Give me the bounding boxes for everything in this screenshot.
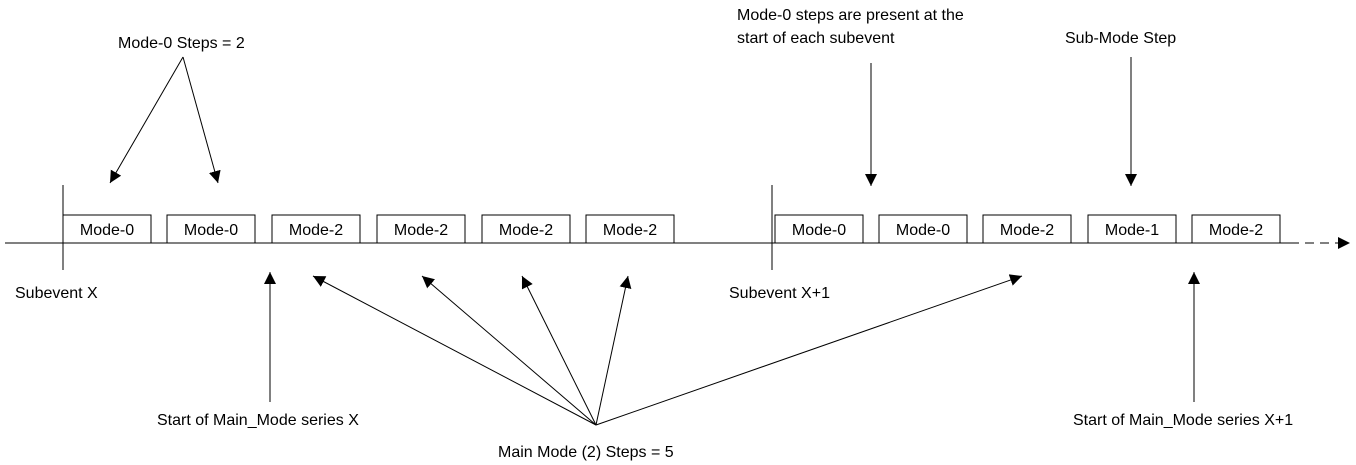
mode-box-label: Mode-0	[896, 222, 950, 239]
mode-box: Mode-2	[271, 214, 361, 244]
main-mode-step-arrow	[312, 275, 597, 426]
mode0-steps-arrow	[182, 56, 221, 184]
subevent-x1-label: Subevent X+1	[729, 285, 830, 302]
mode-box: Mode-2	[481, 214, 571, 244]
subevent-x-label: Subevent X	[15, 285, 98, 302]
mode-box: Mode-0	[774, 214, 864, 244]
mode0-steps-label: Mode-0 Steps = 2	[118, 35, 245, 52]
mode-box: Mode-0	[166, 214, 256, 244]
mode0-steps-arrow	[109, 56, 184, 184]
main-mode-step-arrow	[421, 275, 597, 426]
main-mode-step-arrow	[595, 274, 1023, 426]
main-mode-step-arrow	[521, 275, 597, 426]
mode-box: Mode-1	[1087, 214, 1177, 244]
mode-box-label: Mode-0	[792, 222, 846, 239]
mode-box-label: Mode-0	[184, 222, 238, 239]
mode-box-label: Mode-2	[394, 222, 448, 239]
main-mode-step-arrow	[595, 275, 632, 426]
main-mode-steps-label: Main Mode (2) Steps = 5	[498, 444, 674, 461]
mode0-present-label-line2: start of each subevent	[737, 30, 895, 47]
mode-box-label: Mode-2	[1209, 222, 1263, 239]
mode0-present-label-line1: Mode-0 steps are present at the	[737, 7, 964, 24]
mode-box-label: Mode-2	[499, 222, 553, 239]
mode-box: Mode-0	[878, 214, 968, 244]
mode-box-label: Mode-2	[289, 222, 343, 239]
mode-box: Mode-2	[585, 214, 675, 244]
mode-box-label: Mode-1	[1105, 222, 1159, 239]
mode-box-label: Mode-2	[1000, 222, 1054, 239]
mode-box: Mode-2	[1191, 214, 1281, 244]
mode-box-label: Mode-0	[80, 222, 134, 239]
mode-box: Mode-2	[982, 214, 1072, 244]
mode-box: Mode-0	[62, 214, 152, 244]
mode-box-label: Mode-2	[603, 222, 657, 239]
start-main-x1-label: Start of Main_Mode series X+1	[1073, 412, 1293, 429]
mode-box: Mode-2	[376, 214, 466, 244]
start-main-x-label: Start of Main_Mode series X	[157, 412, 359, 429]
sub-mode-step-label: Sub-Mode Step	[1065, 30, 1176, 47]
